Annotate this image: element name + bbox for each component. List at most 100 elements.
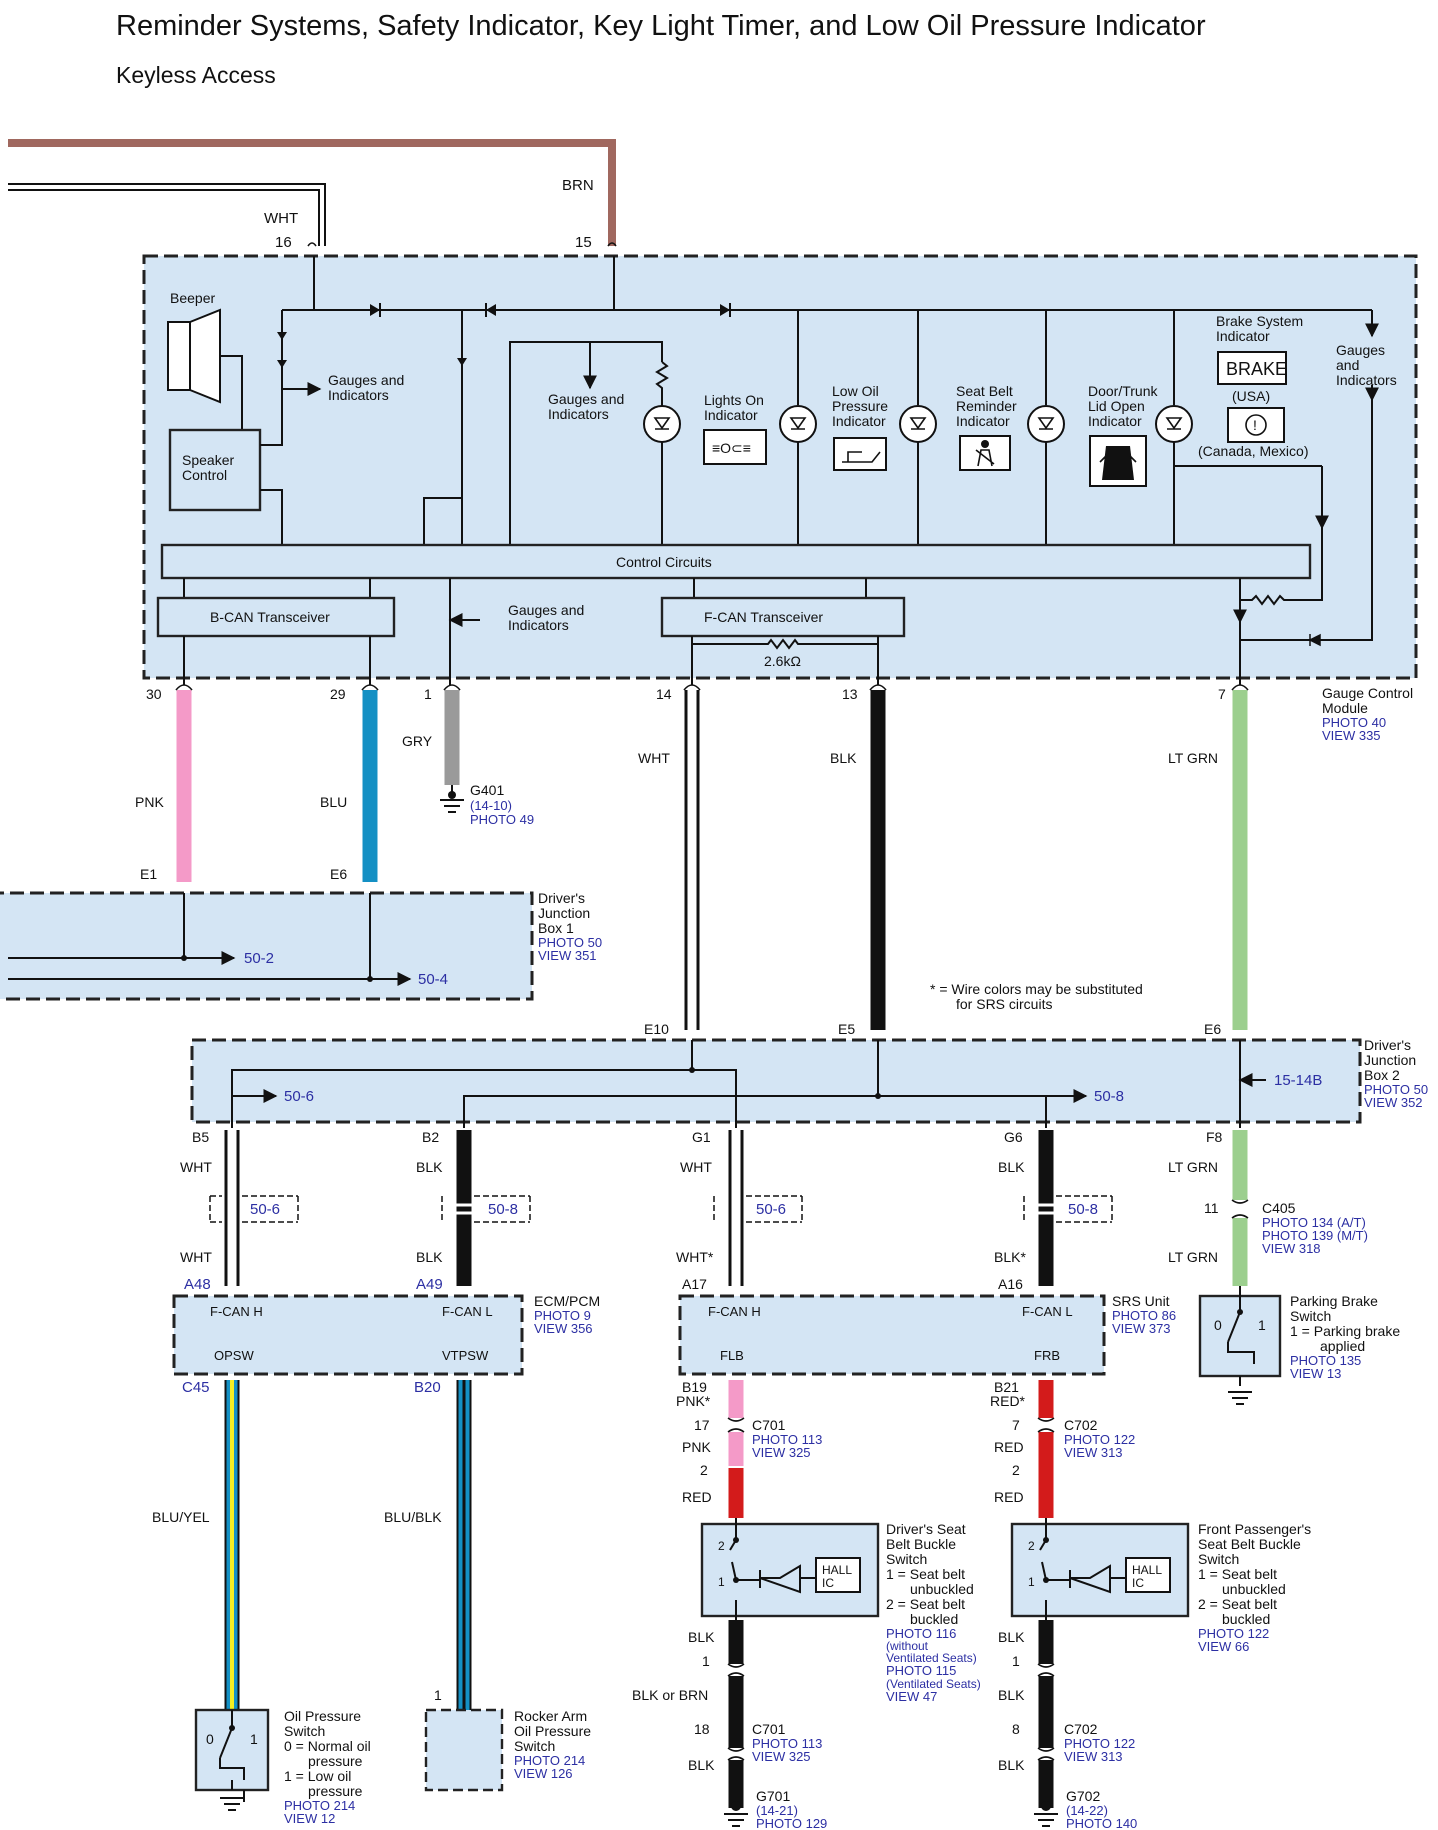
passenger-seat-belt-circuit: B21 RED* 7 RED 2 RED C702 PHOTO 122 VIEW… xyxy=(990,1379,1311,1830)
pin-14: 14 xyxy=(656,686,672,702)
pin-15: 15 xyxy=(575,234,592,251)
djb2-b2: B2 xyxy=(422,1129,439,1145)
drv-photo-b: PHOTO 115 xyxy=(886,1663,956,1678)
srs-a16: A16 xyxy=(998,1276,1023,1292)
bracket-b5 xyxy=(209,1195,299,1223)
oil-name-1: Oil Pressure xyxy=(284,1708,361,1724)
bracket-g6 xyxy=(1023,1195,1113,1223)
srs-photo: PHOTO 86 xyxy=(1112,1308,1176,1323)
pass-desc-3: 2 = Seat belt xyxy=(1198,1596,1277,1612)
bracket-b2-gap xyxy=(456,1203,472,1215)
pass-hall-1: HALL xyxy=(1132,1563,1162,1577)
pass-blk-mid: BLK xyxy=(998,1687,1025,1703)
c405-photo-2: PHOTO 139 (M/T) xyxy=(1262,1228,1368,1243)
transceiver-feeds xyxy=(183,578,1241,685)
pin-30: 30 xyxy=(146,686,162,702)
pass-c702: C702 xyxy=(1064,1417,1098,1433)
fcan-transceiver xyxy=(660,596,906,638)
door-open-doors-glyph xyxy=(1099,455,1137,463)
wht-wire-top xyxy=(8,185,324,246)
right-diode xyxy=(1308,633,1321,647)
pass-p2: 2 xyxy=(1012,1462,1020,1478)
srs-frb: FRB xyxy=(1034,1348,1060,1363)
drv-pnk: PNK xyxy=(682,1439,711,1455)
pass-red: RED xyxy=(994,1439,1024,1455)
page-subtitle: Keyless Access xyxy=(116,62,276,88)
gcm-name-1: Gauge Control xyxy=(1322,685,1413,701)
djb1-junction-2 xyxy=(367,976,373,982)
parking-desc-1: 1 = Parking brake xyxy=(1290,1323,1400,1339)
gcm-bottom-connector-caps xyxy=(175,684,1249,691)
seat-belt-label-3: Indicator xyxy=(956,413,1010,429)
drv-p2: 2 xyxy=(700,1462,708,1478)
g701-ref: (14-21) xyxy=(756,1803,798,1818)
brake-symbol-icon xyxy=(1245,414,1267,436)
g702-photo: PHOTO 140 xyxy=(1066,1816,1137,1830)
speaker-control-1: Speaker xyxy=(182,452,234,468)
drv-pnk-star: PNK* xyxy=(676,1393,711,1409)
srs-note-1: * = Wire colors may be substituted xyxy=(930,981,1143,997)
c405-view: VIEW 318 xyxy=(1262,1241,1321,1256)
seat-belt-label-1: Seat Belt xyxy=(956,383,1013,399)
drv-p18: 18 xyxy=(694,1721,710,1737)
pass-c702b-view: VIEW 313 xyxy=(1064,1749,1123,1764)
g701-ground-dot xyxy=(731,1801,741,1811)
drv-c701: C701 xyxy=(752,1417,786,1433)
djb2-photo: PHOTO 50 xyxy=(1364,1082,1428,1097)
driver-connectors-bottom xyxy=(727,1663,745,1761)
drv-name-2: Belt Buckle xyxy=(886,1536,956,1552)
wire-label-gry: GRY xyxy=(402,733,433,749)
drv-blk: BLK xyxy=(688,1629,715,1645)
resistor-label: 2.6kΩ xyxy=(764,653,801,669)
djb2-junction-2 xyxy=(875,1093,881,1099)
drv-hall-2: IC xyxy=(822,1576,834,1590)
gauges-label-mid-2: Indicators xyxy=(508,617,569,633)
oil-view: VIEW 12 xyxy=(284,1811,335,1826)
g401-name: G401 xyxy=(470,782,504,798)
oil-desc-4: pressure xyxy=(308,1783,363,1799)
djb1-name-2: Junction xyxy=(538,905,590,921)
gcm-photo: PHOTO 40 xyxy=(1322,715,1386,730)
djb2-name-2: Junction xyxy=(1364,1052,1416,1068)
gauges-label-mid-1: Gauges and xyxy=(508,602,584,618)
pass-p7: 7 xyxy=(1012,1417,1020,1433)
drv-sw2: 2 xyxy=(718,1539,725,1553)
drv-c701-photo: PHOTO 113 xyxy=(752,1432,822,1447)
gauges-label-right-2: and xyxy=(1336,357,1359,373)
ecm-fcanh: F-CAN H xyxy=(210,1304,263,1319)
ecm-a49: A49 xyxy=(416,1276,443,1293)
djb1-e1: E1 xyxy=(140,866,157,882)
drv-desc-2: unbuckled xyxy=(910,1581,974,1597)
drv-note-a-1: (without xyxy=(886,1639,929,1653)
seat-belt-icon-body xyxy=(975,449,995,467)
rocker-view: VIEW 126 xyxy=(514,1766,573,1781)
g401-photo: PHOTO 49 xyxy=(470,812,534,827)
wire-label-wht: WHT xyxy=(638,750,670,766)
door-open-car-glyph xyxy=(1102,446,1134,480)
drivers-seat-belt-circuit: B19 PNK* 17 PNK 2 RED C701 PHOTO 113 VIE… xyxy=(632,1379,981,1830)
top-feed-wires: WHT 16 BRN 15 xyxy=(8,139,616,251)
ecm-boundary xyxy=(172,1294,524,1376)
parking-desc-2: applied xyxy=(1320,1338,1365,1354)
drv-sw1: 1 xyxy=(718,1575,725,1589)
djb2-e5: E5 xyxy=(838,1021,855,1037)
brake-canada: (Canada, Mexico) xyxy=(1198,443,1309,459)
drv-p1: 1 xyxy=(702,1653,710,1669)
drivers-junction-box-1: E1 E6 50-2 50-4 Driver's Junction Box 1 … xyxy=(0,866,602,1001)
lights-on-label-2: Indicator xyxy=(704,407,758,423)
parking-switch-symbol xyxy=(1227,1286,1255,1405)
drivers-junction-box-2: E10 E5 E6 50-6 50-8 15-14B Driver's Junc… xyxy=(190,1021,1428,1145)
drv-desc-1: 1 = Seat belt xyxy=(886,1566,965,1582)
djb1-ref-1: 50-2 xyxy=(244,950,274,967)
g6-top-label: BLK xyxy=(998,1159,1025,1175)
door-diode xyxy=(1037,417,1055,430)
drv-desc-3: 2 = Seat belt xyxy=(886,1596,965,1612)
ecm-a48: A48 xyxy=(184,1276,211,1293)
parking-pos-0: 0 xyxy=(1214,1317,1222,1333)
pass-sw1: 1 xyxy=(1028,1575,1035,1589)
c702-connector-top xyxy=(1037,1417,1055,1433)
ecm-photo: PHOTO 9 xyxy=(534,1308,591,1323)
left-vertical-wires xyxy=(423,310,463,545)
pass-name-1: Front Passenger's xyxy=(1198,1521,1311,1537)
pass-blk2: BLK xyxy=(998,1757,1025,1773)
